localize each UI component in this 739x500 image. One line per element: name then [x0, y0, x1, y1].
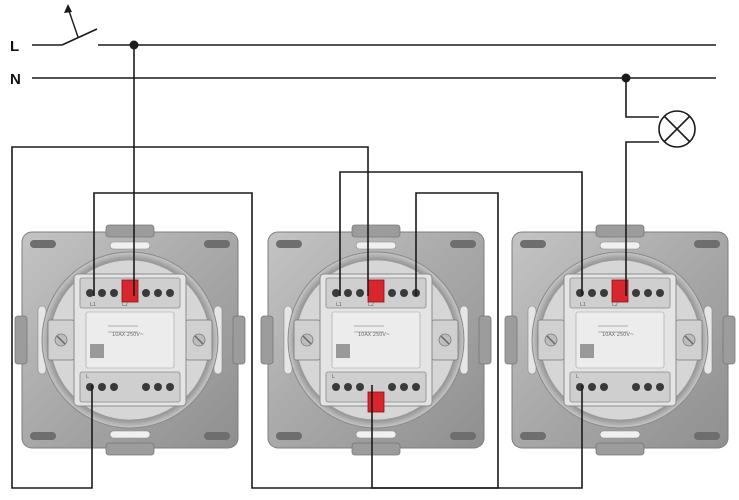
switch-rating-1: 10AX 250V~	[112, 332, 144, 338]
terminal-l1-label-2: L1	[336, 302, 342, 308]
red-terminal-release-2a	[367, 279, 385, 303]
terminal-l1-label-3: L1	[580, 302, 586, 308]
red-terminal-release-2b	[367, 391, 385, 413]
switch-rating-2: 10AX 250V~	[358, 332, 390, 338]
switch-mechanism-3: 10AX 250V~ L1 L2 L	[505, 225, 735, 455]
neutral-label: N	[10, 71, 21, 88]
wire-traveller-d	[371, 385, 583, 489]
switch-mechanism-2: 10AX 250V~ L1 L2 L	[261, 225, 491, 455]
red-terminal-release-3	[611, 279, 629, 303]
terminal-l-label-1: L	[86, 374, 89, 380]
main-switch-icon	[61, 4, 98, 46]
wire-neutral-to-lamp	[625, 78, 659, 118]
wire-traveller-c	[339, 171, 583, 296]
phase-label: L	[10, 38, 19, 55]
terminal-l2-label-1: L2	[122, 302, 128, 308]
red-terminal-release-1	[121, 279, 139, 303]
terminal-l1-label-1: L1	[90, 302, 96, 308]
switch-mechanism-1: 10AX 250V~ L1 L2 L	[15, 225, 245, 455]
terminal-l2-label-2: L2	[368, 302, 374, 308]
terminal-l2-label-3: L2	[612, 302, 618, 308]
wire-lamp-to-switch3	[625, 141, 659, 296]
switch-rating-3: 10AX 250V~	[602, 332, 634, 338]
terminal-l-label-2: L	[332, 374, 335, 380]
lamp-icon	[658, 110, 696, 148]
terminal-l-label-3: L	[576, 374, 579, 380]
